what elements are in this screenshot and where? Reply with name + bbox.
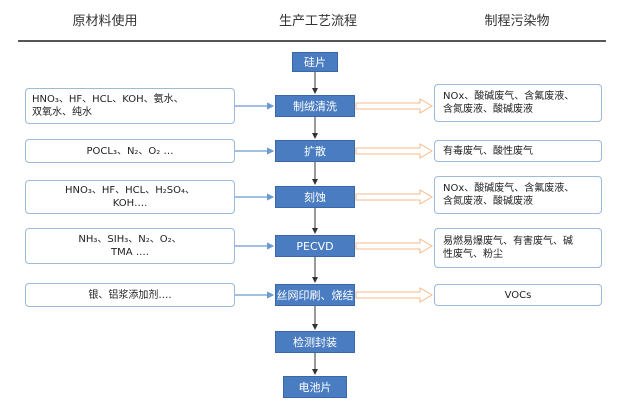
step-cell: 电池片 bbox=[283, 376, 347, 398]
output-arrow bbox=[355, 287, 433, 303]
output-arrow bbox=[355, 98, 433, 114]
input-etching: HNO₃、HF、HCL、H₂SO₄、 KOH…. bbox=[25, 180, 235, 214]
step-etching: 刻蚀 bbox=[275, 186, 355, 208]
header-divider bbox=[18, 40, 606, 42]
step-wafer: 硅片 bbox=[292, 52, 338, 72]
header-raw-materials: 原材料使用 bbox=[72, 14, 138, 29]
output-arrow bbox=[355, 189, 433, 205]
input-texturing: HNO₃、HF、HCL、KOH、氨水、 双氧水、纯水 bbox=[25, 88, 235, 124]
step-texturing: 制绒清洗 bbox=[275, 95, 355, 117]
input-pecvd: NH₃、SIH₃、N₂、O₂、 TMA …. bbox=[25, 228, 235, 264]
pollutant-printing: VOCs bbox=[434, 284, 602, 306]
pollutant-etching: NOx、酸碱废气、含氟废液、 含氮废液、酸碱废液 bbox=[434, 176, 602, 214]
output-arrow bbox=[355, 238, 433, 254]
output-arrow bbox=[355, 143, 433, 159]
pollutant-pecvd: 易燃易爆废气、有害废气、碱 性废气、粉尘 bbox=[434, 228, 602, 268]
step-diffusion: 扩散 bbox=[275, 140, 355, 162]
step-testing: 检测封装 bbox=[275, 331, 355, 353]
header-pollutants: 制程污染物 bbox=[484, 14, 550, 29]
pollutant-texturing: NOx、酸碱废气、含氟废液、 含氮废液、酸碱废液 bbox=[434, 84, 602, 122]
pollutant-diffusion: 有毒废气、酸性废气 bbox=[434, 140, 602, 162]
step-printing: 丝网印刷、烧结 bbox=[275, 284, 355, 306]
header-process-flow: 生产工艺流程 bbox=[278, 14, 357, 29]
input-diffusion: POCL₃、N₂、O₂ … bbox=[25, 139, 235, 163]
step-pecvd: PECVD bbox=[275, 235, 355, 257]
input-printing: 银、铝浆添加剂…. bbox=[25, 283, 235, 307]
